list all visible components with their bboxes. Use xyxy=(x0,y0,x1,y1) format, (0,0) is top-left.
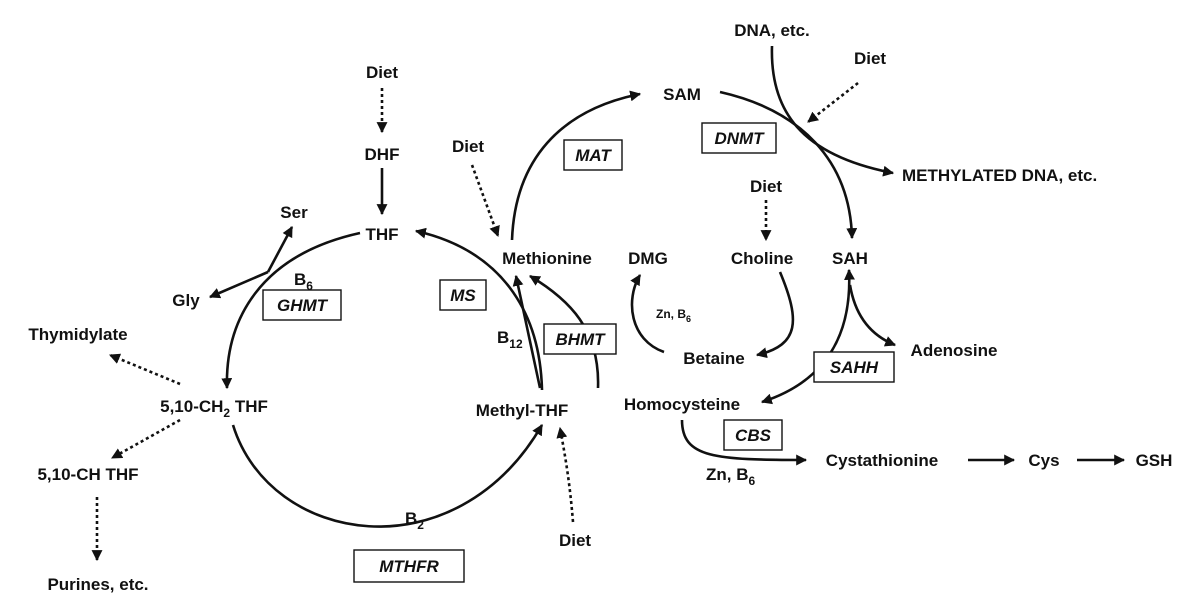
arrow-methylthf-to-thf xyxy=(414,227,544,391)
label-methionine: Methionine xyxy=(502,249,592,268)
cofactor-b2: B2 xyxy=(405,509,424,532)
enzyme-boxes: MAT DNMT GHMT MS BHMT SAHH CBS MTHFR xyxy=(262,122,895,583)
enzyme-sahh: SAHH xyxy=(830,358,879,377)
label-gly: Gly xyxy=(172,291,200,310)
arrow-homocysteine-to-methionine-ms xyxy=(512,274,542,389)
label-methylated-dna: METHYLATED DNA, etc. xyxy=(902,166,1097,185)
arrow-diet-to-dnmt xyxy=(807,81,859,124)
arrow-sah-to-adenosine xyxy=(848,284,897,347)
pathway-arrows xyxy=(91,45,1126,562)
cofactor-b12: B12 xyxy=(497,328,523,351)
arrow-to-gly xyxy=(208,270,269,299)
arrow-homocysteine-to-methionine xyxy=(529,274,600,389)
cofactor-labels: B6 B12 Zn, B6 Zn, B6 B2 xyxy=(294,270,756,532)
label-thymidylate: Thymidylate xyxy=(28,325,127,344)
enzyme-ms: MS xyxy=(450,286,476,305)
arrow-thf-to-ch2thf xyxy=(221,231,361,390)
enzyme-mat: MAT xyxy=(575,146,612,165)
cofactor-zn-b6-cbs: Zn, B6 xyxy=(706,465,756,488)
label-methyl-thf: Methyl-THF xyxy=(476,401,569,420)
label-adenosine: Adenosine xyxy=(911,341,998,360)
label-gsh: GSH xyxy=(1136,451,1173,470)
enzyme-ghmt: GHMT xyxy=(277,296,329,315)
arrow-sah-to-homocysteine xyxy=(760,268,855,405)
label-sam: SAM xyxy=(663,85,701,104)
arrow-to-ch-thf xyxy=(111,418,181,460)
label-ch2-thf: 5,10-CH2 THF xyxy=(160,397,268,420)
label-diet-dhf: Diet xyxy=(366,63,398,82)
enzyme-dnmt: DNMT xyxy=(714,129,765,148)
label-diet-methyl-thf: Diet xyxy=(559,531,591,550)
enzyme-box-mat xyxy=(563,139,623,171)
enzyme-box-bhmt xyxy=(543,323,617,355)
label-choline: Choline xyxy=(731,249,793,268)
label-sah: SAH xyxy=(832,249,868,268)
label-cys: Cys xyxy=(1028,451,1059,470)
arrow-choline-to-betaine xyxy=(755,271,795,359)
label-purines: Purines, etc. xyxy=(47,575,148,594)
enzyme-box-mthfr xyxy=(353,549,465,583)
enzyme-box-ms xyxy=(439,279,487,311)
arrow-diet-to-methylthf xyxy=(556,426,575,523)
label-diet-dnmt: Diet xyxy=(854,49,886,68)
cofactor-zn-b6-bhmt: Zn, B6 xyxy=(656,307,691,324)
label-ser: Ser xyxy=(280,203,308,222)
enzyme-box-sahh xyxy=(813,351,895,383)
arrow-betaine-to-dmg xyxy=(630,274,665,354)
label-homocysteine: Homocysteine xyxy=(624,395,740,414)
arrow-to-thymidylate xyxy=(108,353,181,386)
arrow-methionine-to-sam xyxy=(510,90,642,241)
enzyme-mthfr: MTHFR xyxy=(379,557,439,576)
label-diet-choline: Diet xyxy=(750,177,782,196)
label-betaine: Betaine xyxy=(683,349,744,368)
cofactor-b6-ghmt: B6 xyxy=(294,270,313,293)
enzyme-bhmt: BHMT xyxy=(555,330,606,349)
label-ch-thf: 5,10-CH THF xyxy=(37,465,138,484)
label-dna: DNA, etc. xyxy=(734,21,810,40)
label-diet-methionine: Diet xyxy=(452,137,484,156)
arrow-diet-to-methionine xyxy=(470,164,500,238)
enzyme-cbs: CBS xyxy=(735,426,772,445)
metabolite-labels: DNA, etc. Diet SAM METHYLATED DNA, etc. … xyxy=(28,21,1172,594)
label-dhf: DHF xyxy=(365,145,400,164)
label-thf: THF xyxy=(365,225,398,244)
arrow-ch2thf-to-methylthf xyxy=(231,424,544,528)
enzyme-box-ghmt xyxy=(262,289,342,321)
arrow-dna-to-methylated xyxy=(770,45,895,177)
arrow-homocysteine-to-cystathionine xyxy=(680,419,808,466)
enzyme-box-cbs xyxy=(723,419,783,451)
enzyme-box-dnmt xyxy=(701,122,777,154)
label-cystathionine: Cystathionine xyxy=(826,451,938,470)
label-dmg: DMG xyxy=(628,249,668,268)
arrow-to-ser xyxy=(266,226,294,273)
